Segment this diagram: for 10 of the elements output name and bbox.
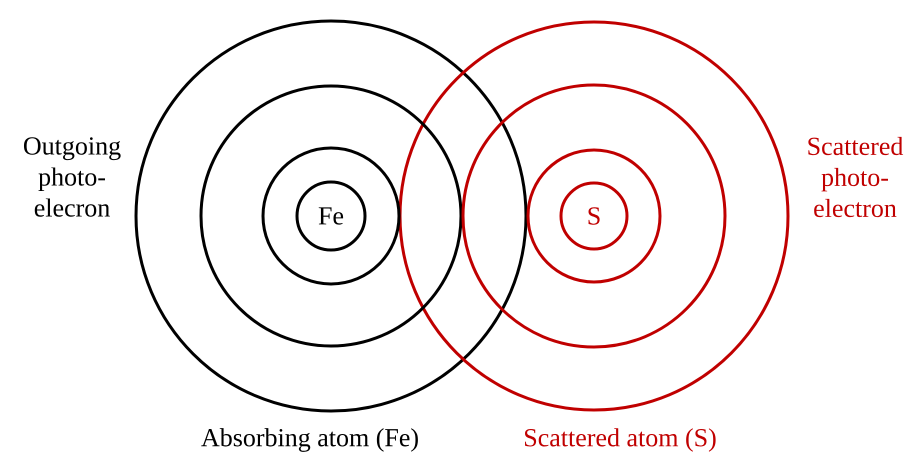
caption-text: Absorbing atom (Fe) [201,428,418,452]
caption-text: Outgoing photo- elecron [24,137,121,217]
wave-ring [134,20,528,412]
wave-ring [398,20,790,412]
wave-ring [200,84,462,348]
wave-ring [526,148,662,284]
caption-text: Scattered atom (S) [525,428,716,452]
wave-ring [462,84,726,348]
wave-ring [262,146,400,286]
caption-text: Scattered photo- electron [808,136,904,218]
